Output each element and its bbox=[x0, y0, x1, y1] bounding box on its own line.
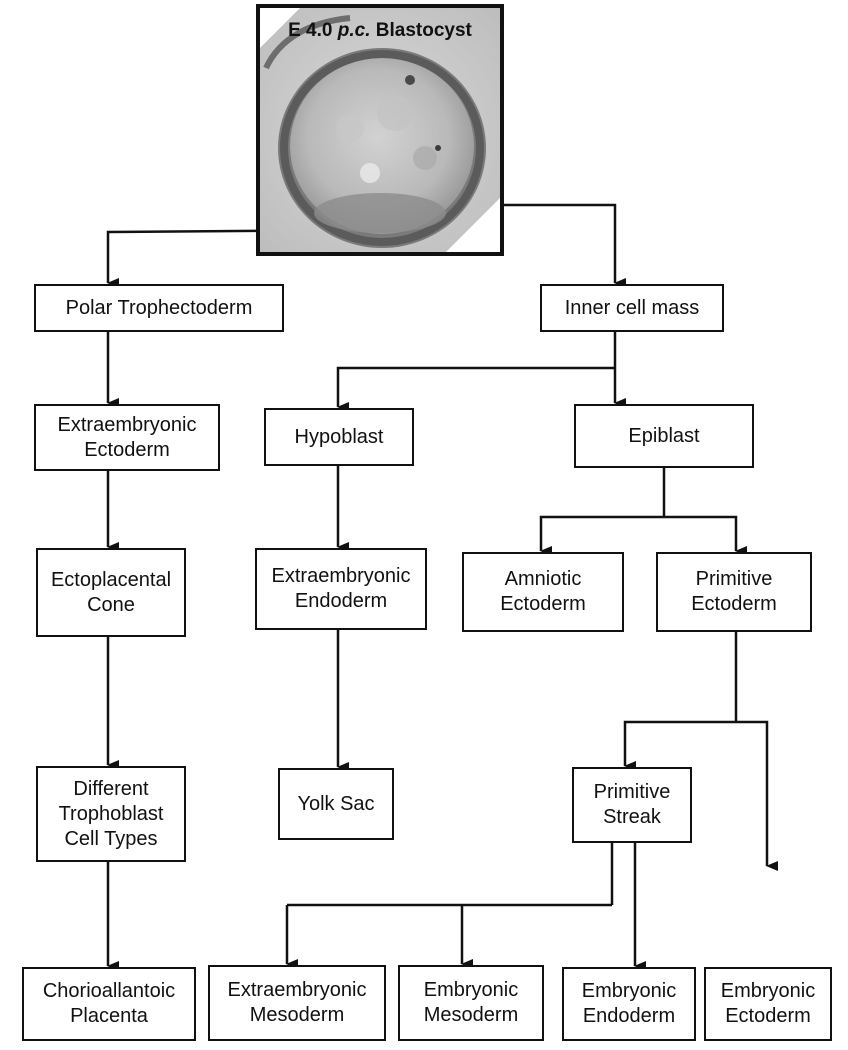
node-extraembryonic-ectoderm: Extraembryonic Ectoderm bbox=[34, 404, 220, 471]
node-inner-cell-mass: Inner cell mass bbox=[540, 284, 724, 332]
node-amniotic-ectoderm: Amniotic Ectoderm bbox=[462, 552, 624, 632]
arrow-epiblast-to-amniotic-ectoderm bbox=[539, 515, 664, 556]
node-epiblast-label: Epiblast bbox=[628, 424, 700, 447]
node-extraembryonic-ectoderm-label: Extraembryonic Ectoderm bbox=[57, 413, 197, 461]
blastocyst-title: E 4.0 p.c. Blastocyst bbox=[260, 20, 500, 42]
node-polar-trophectoderm: Polar Trophectoderm bbox=[34, 284, 284, 332]
node-epiblast: Epiblast bbox=[574, 404, 754, 468]
node-chorioallantoic-placenta-label: Chorioallantoic Placenta bbox=[42, 980, 176, 1027]
node-embryonic-ectoderm-label: Embryonic Ectoderm bbox=[720, 980, 816, 1027]
node-primitive-streak: Primitive Streak bbox=[572, 767, 692, 843]
blastocyst-micrograph: E 4.0 p.c. Blastocyst bbox=[256, 4, 504, 256]
node-inner-cell-mass-label: Inner cell mass bbox=[564, 296, 700, 319]
node-embryonic-mesoderm: Embryonic Mesoderm bbox=[398, 965, 544, 1041]
node-yolk-sac-label: Yolk Sac bbox=[297, 792, 375, 815]
blastocyst-image bbox=[260, 8, 500, 252]
node-embryonic-endoderm-label: Embryonic Endoderm bbox=[581, 980, 677, 1027]
node-amniotic-ectoderm-label: Amniotic Ectoderm bbox=[500, 568, 586, 615]
node-primitive-ectoderm: Primitive Ectoderm bbox=[656, 552, 812, 632]
node-extraembryonic-endoderm-label: Extraembryonic Endoderm bbox=[271, 565, 411, 612]
node-chorioallantoic-placenta: Chorioallantoic Placenta bbox=[22, 967, 196, 1041]
arrow-inner-cell-mass-to-hypoblast bbox=[336, 366, 615, 412]
node-polar-trophectoderm-label: Polar Trophectoderm bbox=[65, 296, 253, 319]
node-extraembryonic-mesoderm: Extraembryonic Mesoderm bbox=[208, 965, 386, 1041]
node-embryonic-endoderm: Embryonic Endoderm bbox=[562, 967, 696, 1041]
node-hypoblast: Hypoblast bbox=[264, 408, 414, 466]
node-ectoplacental-cone: Ectoplacental Cone bbox=[36, 548, 186, 637]
blastocyst-stage-label: E 4.0 bbox=[288, 20, 333, 41]
node-primitive-streak-label: Primitive Streak bbox=[593, 781, 671, 828]
node-extraembryonic-mesoderm-label: Extraembryonic Mesoderm bbox=[227, 979, 367, 1026]
blastocyst-stage-abbrev: p.c. bbox=[337, 20, 371, 41]
node-hypoblast-label: Hypoblast bbox=[294, 425, 384, 448]
node-primitive-ectoderm-label: Primitive Ectoderm bbox=[691, 568, 777, 615]
node-yolk-sac: Yolk Sac bbox=[278, 768, 394, 840]
node-ectoplacental-cone-label: Ectoplacental Cone bbox=[50, 568, 172, 616]
arrow-epiblast-to-primitive-ectoderm bbox=[664, 515, 747, 556]
node-extraembryonic-endoderm: Extraembryonic Endoderm bbox=[255, 548, 427, 630]
blastocyst-label: Blastocyst bbox=[375, 20, 472, 41]
node-embryonic-ectoderm: Embryonic Ectoderm bbox=[704, 967, 832, 1041]
arrow-primitive-ectoderm-to-primitive-streak bbox=[623, 720, 736, 771]
node-trophoblast-types-label: Different Trophoblast Cell Types bbox=[58, 777, 164, 850]
node-embryonic-mesoderm-label: Embryonic Mesoderm bbox=[423, 979, 519, 1026]
node-trophoblast-types: Different Trophoblast Cell Types bbox=[36, 766, 186, 862]
arrow-primitive-ectoderm-to-embryonic-ectoderm bbox=[736, 720, 778, 871]
